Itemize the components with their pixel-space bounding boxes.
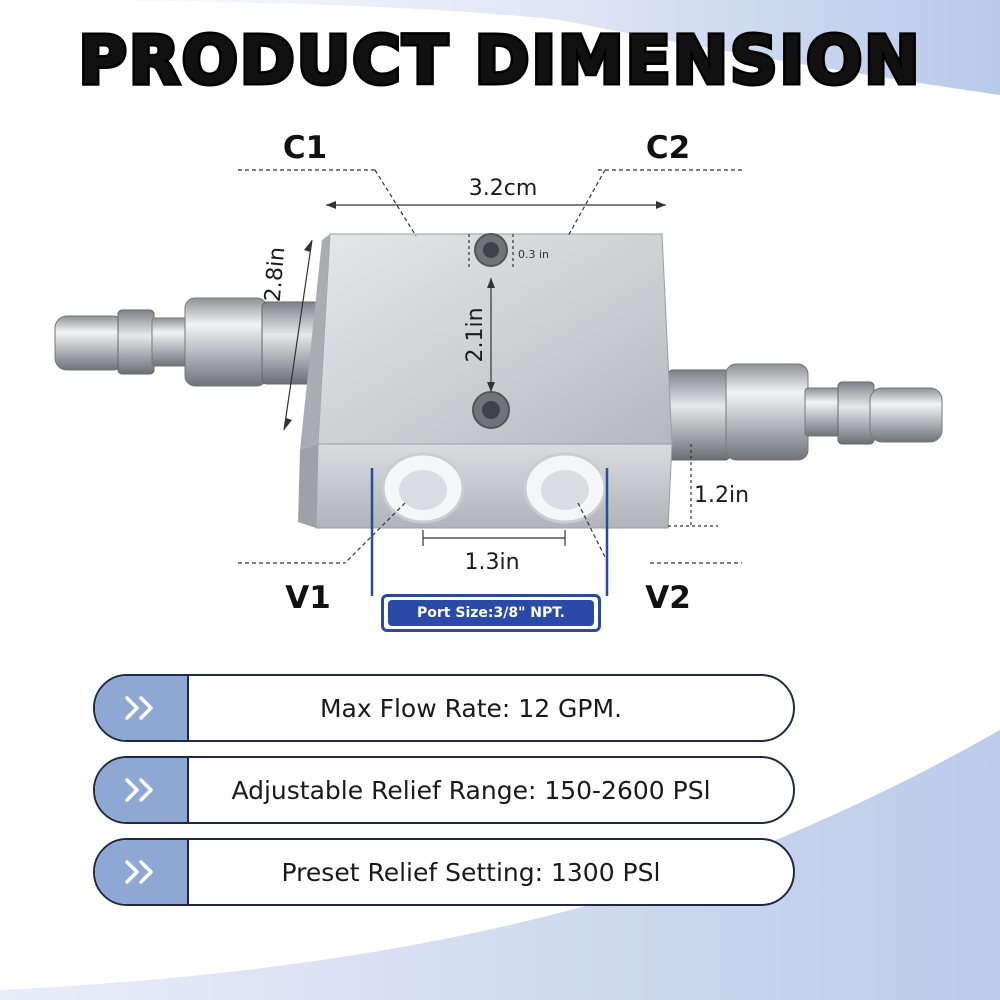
- port-size-bracket: [370, 468, 609, 596]
- valve-block: [298, 233, 673, 529]
- hole-diameter-label: 0.3 in: [518, 248, 549, 261]
- spec-text: Preset Relief Setting: 1300 PSl: [281, 857, 661, 887]
- port-spacing-label: 1.3in: [464, 550, 519, 575]
- left-relief-cartridge: [54, 297, 319, 387]
- dimension-lines: [238, 169, 742, 564]
- width-dimension-label: 3.2cm: [469, 176, 538, 201]
- double-chevron-right-icon: [95, 676, 189, 740]
- port-label-c1: C1: [283, 130, 327, 166]
- right-relief-cartridge: [667, 363, 943, 461]
- spec-row-relief-range: Adjustable Relief Range: 150-2600 PSl: [93, 756, 795, 824]
- background-wave-bottom: [0, 730, 1000, 1000]
- port-size-badge: Port Size:3/8" NPT.: [381, 594, 601, 632]
- double-chevron-right-icon: [95, 840, 189, 904]
- valve-diagram: C1 C2 V1 V2 3.2cm 0.3 in 2.8in 2.1in 1.2…: [54, 130, 943, 616]
- double-chevron-right-icon: [95, 758, 189, 822]
- spec-row-preset-setting: Preset Relief Setting: 1300 PSl: [93, 838, 795, 906]
- spec-text: Max Flow Rate: 12 GPM.: [319, 693, 623, 723]
- height-dimension-label: 2.8in: [261, 246, 291, 303]
- port-label-v1: V1: [285, 580, 331, 616]
- spec-row-flow-rate: Max Flow Rate: 12 GPM.: [93, 674, 795, 742]
- hole-spacing-label: 2.1in: [463, 307, 488, 362]
- page-title: PRODUCT DIMENSION: [76, 20, 922, 102]
- background-wave-top: [0, 0, 1000, 95]
- port-label-c2: C2: [646, 130, 690, 166]
- port-size-label: Port Size:3/8" NPT.: [388, 600, 594, 626]
- port-label-v2: V2: [645, 580, 691, 616]
- depth-dimension-label: 1.2in: [694, 483, 749, 508]
- spec-text: Adjustable Relief Range: 150-2600 PSl: [231, 775, 711, 805]
